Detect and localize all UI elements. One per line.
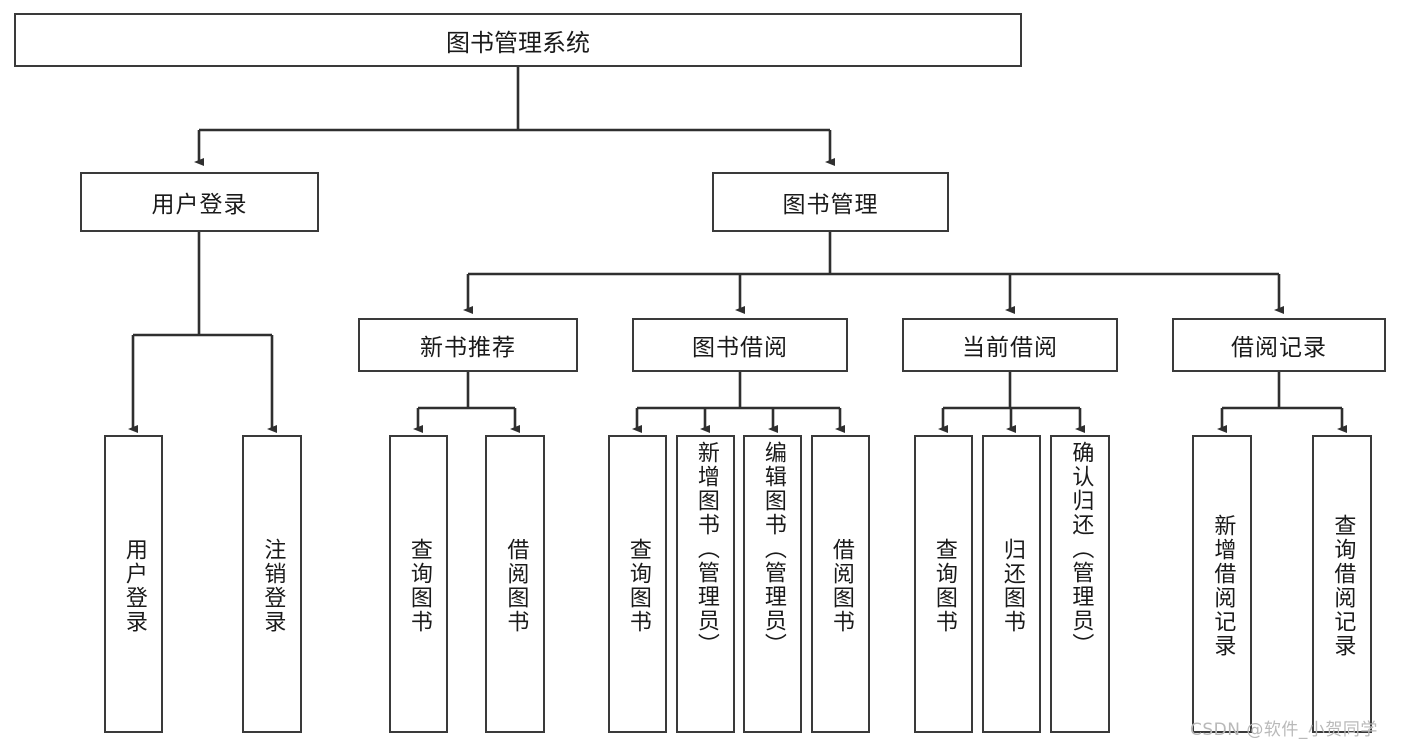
node-new-book-recommend-label: 新书推荐 <box>420 335 516 361</box>
leaf-label: 查询借阅记录 <box>1330 514 1356 658</box>
leaf-borrow-query-book[interactable]: 查询图书 <box>608 435 667 733</box>
leaf-inner: 注销登录 <box>244 437 300 731</box>
leaf-label: 借阅图书 <box>503 538 529 634</box>
leaf-inner: 查询图书 <box>610 437 665 731</box>
leaf-inner: 借阅图书 <box>813 437 868 731</box>
leaf-inner: 确认归还（管理员） <box>1052 437 1108 731</box>
leaf-user-login-login[interactable]: 用户登录 <box>104 435 163 733</box>
node-user-login-label: 用户登录 <box>151 192 248 218</box>
leaf-borrow-borrow-book[interactable]: 借阅图书 <box>811 435 870 733</box>
leaf-current-confirm-return-admin[interactable]: 确认归还（管理员） <box>1050 435 1110 733</box>
leaf-inner: 借阅图书 <box>487 437 543 731</box>
node-book-borrow-label: 图书借阅 <box>692 335 788 361</box>
node-root-label: 图书管理系统 <box>446 28 590 57</box>
leaf-label: 归还图书 <box>999 538 1025 634</box>
csdn-watermark: CSDN @软件_小贺同学 <box>1190 720 1378 740</box>
leaf-inner: 新增借阅记录 <box>1194 437 1250 731</box>
leaf-inner: 新增图书（管理员） <box>678 437 733 731</box>
leaf-inner: 用户登录 <box>106 437 161 731</box>
leaf-inner: 查询图书 <box>391 437 446 731</box>
leaf-label: 编辑图书（管理员） <box>760 441 786 657</box>
leaf-user-login-logout[interactable]: 注销登录 <box>242 435 302 733</box>
leaf-current-query-book[interactable]: 查询图书 <box>914 435 973 733</box>
leaf-inner: 编辑图书（管理员） <box>745 437 800 731</box>
leaf-inner: 归还图书 <box>984 437 1039 731</box>
node-book-borrow[interactable]: 图书借阅 <box>632 318 848 372</box>
node-root-system[interactable]: 图书管理系统 <box>14 13 1022 67</box>
leaf-new-book-query-book[interactable]: 查询图书 <box>389 435 448 733</box>
leaf-label: 借阅图书 <box>828 538 854 634</box>
node-borrow-record-label: 借阅记录 <box>1231 335 1327 361</box>
leaf-label: 用户登录 <box>121 538 147 634</box>
node-borrow-record[interactable]: 借阅记录 <box>1172 318 1386 372</box>
leaf-record-query-record[interactable]: 查询借阅记录 <box>1312 435 1372 733</box>
leaf-label: 查询图书 <box>931 538 957 634</box>
leaf-label: 新增借阅记录 <box>1210 514 1236 658</box>
node-book-management-label: 图书管理 <box>782 192 879 218</box>
node-current-borrow-label: 当前借阅 <box>962 335 1058 361</box>
leaf-borrow-edit-book-admin[interactable]: 编辑图书（管理员） <box>743 435 802 733</box>
leaf-label: 确认归还（管理员） <box>1068 441 1094 657</box>
leaf-new-book-borrow-book[interactable]: 借阅图书 <box>485 435 545 733</box>
leaf-inner: 查询图书 <box>916 437 971 731</box>
node-book-management[interactable]: 图书管理 <box>712 172 949 232</box>
leaf-label: 新增图书（管理员） <box>693 441 719 657</box>
leaf-borrow-add-book-admin[interactable]: 新增图书（管理员） <box>676 435 735 733</box>
node-current-borrow[interactable]: 当前借阅 <box>902 318 1118 372</box>
leaf-record-add-record[interactable]: 新增借阅记录 <box>1192 435 1252 733</box>
node-user-login[interactable]: 用户登录 <box>80 172 319 232</box>
leaf-label: 注销登录 <box>260 538 286 634</box>
node-new-book-recommend[interactable]: 新书推荐 <box>358 318 578 372</box>
leaf-label: 查询图书 <box>625 538 651 634</box>
leaf-label: 查询图书 <box>406 538 432 634</box>
leaf-inner: 查询借阅记录 <box>1314 437 1370 731</box>
leaf-current-return-book[interactable]: 归还图书 <box>982 435 1041 733</box>
